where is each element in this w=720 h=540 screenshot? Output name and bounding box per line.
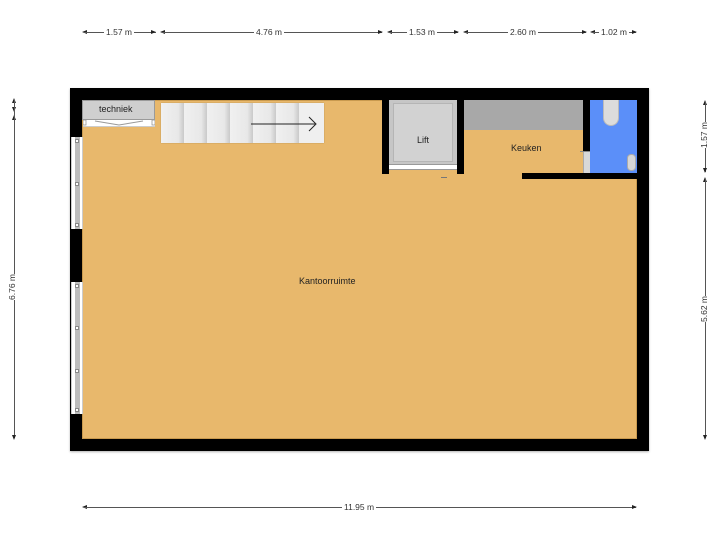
room-techniek[interactable]	[82, 100, 155, 120]
room-label-techniek: techniek	[99, 104, 133, 114]
room-label-lift: Lift	[417, 135, 430, 145]
lift-wall-left	[382, 100, 389, 174]
bathroom-wall	[583, 100, 590, 152]
kitchen-counter	[464, 100, 583, 130]
sink-icon	[627, 154, 636, 171]
toilet-icon	[603, 100, 619, 126]
kitchen-partition-wall	[522, 173, 637, 179]
dimension-label: 6.76 m	[5, 274, 19, 300]
techniek-door	[83, 120, 155, 127]
dimension-label: 1.53 m	[407, 27, 437, 37]
stairs	[161, 103, 324, 143]
dimension-label: 11.95 m	[342, 502, 377, 512]
bathroom-door	[583, 152, 590, 174]
room-label-keuken: Keuken	[511, 143, 542, 153]
room-kantoorruimte[interactable]	[82, 100, 637, 439]
dimension-label: 2.60 m	[508, 27, 538, 37]
window-left-upper	[71, 137, 83, 229]
room-label-kantoorruimte: Kantoorruimte	[299, 276, 356, 286]
bathroom-door-handle	[580, 151, 594, 152]
dimension-label: 1.02 m	[599, 27, 629, 37]
stairs-direction-arrow-icon	[251, 116, 317, 132]
dimension-label: 1.57 m	[104, 27, 134, 37]
lift-marker	[441, 177, 447, 178]
dimension-label: 5.62 m	[697, 296, 711, 322]
door-swing-icon	[83, 120, 155, 126]
dimension-label: 4.76 m	[254, 27, 284, 37]
dimension-label: 1.57 m	[697, 122, 711, 148]
lift-wall-right	[457, 100, 464, 174]
lift[interactable]	[389, 100, 457, 170]
window-left-lower	[71, 282, 83, 414]
